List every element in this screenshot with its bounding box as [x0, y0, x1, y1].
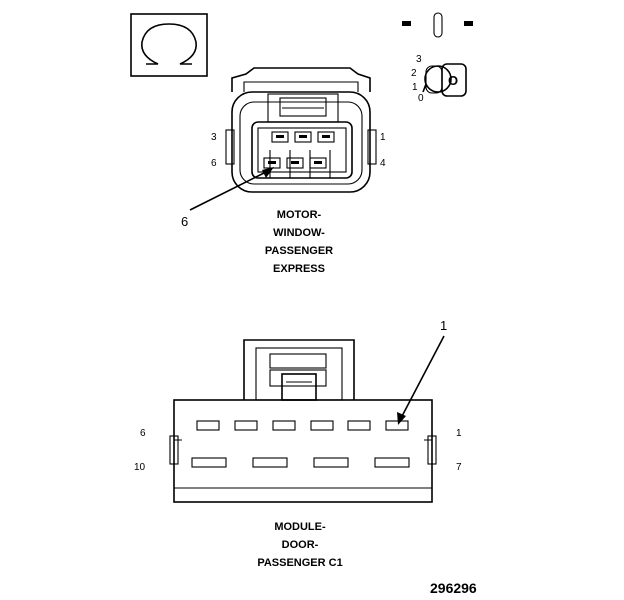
- motor-connector-name-line-4: EXPRESS: [273, 263, 325, 275]
- motor-pin-label-6: 6: [211, 158, 217, 169]
- door-connector-name-line-2: DOOR-: [282, 539, 319, 551]
- key-position-3: 3: [416, 54, 422, 65]
- ignition-key-icon: 3 2 1 0 O: [402, 12, 473, 104]
- door-connector-name-line-1: MODULE-: [274, 521, 326, 533]
- motor-pin-label-3: 3: [211, 132, 217, 143]
- motor-callout-label: 6: [181, 214, 188, 229]
- door-module-connector: 6 1 10 7 1 MODULE- DOOR- PASSENGER C1: [134, 318, 462, 569]
- motor-connector-name-line-3: PASSENGER: [265, 245, 333, 257]
- motor-connector-name-line-1: MOTOR-: [277, 209, 322, 221]
- ohm-symbol-icon: [130, 13, 208, 77]
- key-position-0: 0: [418, 93, 424, 104]
- door-pin-label-1: 1: [456, 428, 462, 439]
- key-position-1: 1: [412, 82, 418, 93]
- door-pin-label-10: 10: [134, 462, 146, 473]
- door-connector-name-line-3: PASSENGER C1: [257, 557, 342, 569]
- key-position-2: 2: [411, 68, 417, 79]
- motor-connector-name-line-2: WINDOW-: [273, 227, 325, 239]
- door-pin-label-6: 6: [140, 428, 146, 439]
- motor-pin-label-4: 4: [380, 158, 386, 169]
- key-letter: O: [448, 73, 458, 88]
- motor-pin-label-1: 1: [380, 132, 386, 143]
- door-callout-label: 1: [440, 318, 447, 333]
- motor-window-connector: 3 1 6 4 6 MOTOR- WINDOW- PASSENGER EXPRE…: [181, 67, 386, 275]
- door-pin-label-7: 7: [456, 462, 462, 473]
- figure-number: 296296: [430, 580, 477, 596]
